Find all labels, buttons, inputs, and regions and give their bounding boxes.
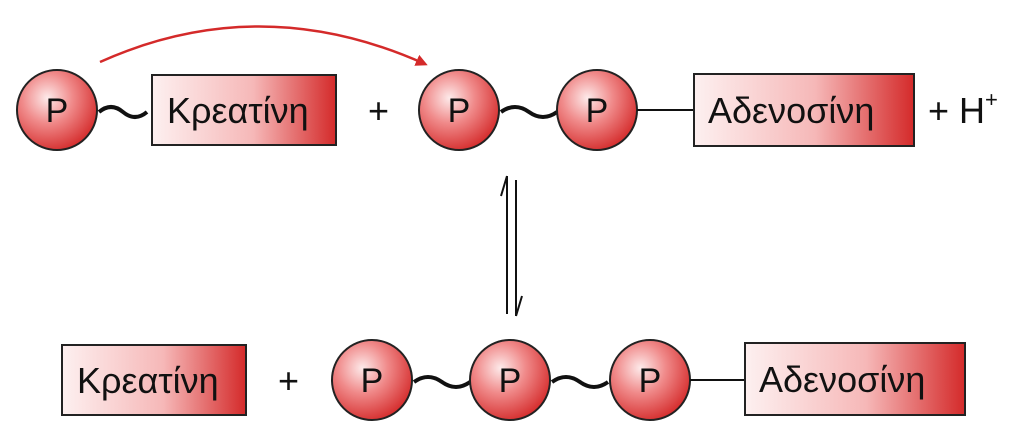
adenosine-label: Αδενοσίνη	[759, 359, 925, 400]
bottom-phosphate-3: P	[609, 339, 691, 421]
high-energy-bond	[550, 375, 610, 389]
bottom-phosphate-2: P	[469, 339, 551, 421]
plus-sign: +	[278, 360, 299, 401]
top-phosphate-3: P	[556, 69, 638, 151]
creatine-label: Κρεατίνη	[77, 360, 219, 401]
top-adenosine-box: Αδενοσίνη	[693, 73, 915, 147]
phosphate-label: P	[46, 92, 69, 130]
high-energy-bond	[97, 105, 149, 119]
phosphate-label: P	[639, 362, 662, 400]
top-phosphate-1: P	[16, 69, 98, 151]
high-energy-bond	[412, 375, 472, 389]
top-creatine-box: Κρεατίνη	[151, 74, 337, 146]
plus-hydrogen: + H+	[928, 87, 998, 131]
bottom-adenosine-box: Αδενοσίνη	[744, 342, 966, 416]
top-phosphate-2: P	[418, 69, 500, 151]
transfer-arrow	[99, 25, 428, 66]
creatine-label: Κρεατίνη	[167, 90, 309, 131]
plus-sign: +	[368, 90, 389, 131]
phosphate-label: P	[361, 362, 384, 400]
phosphate-label: P	[448, 92, 471, 130]
adenosine-label: Αδενοσίνη	[708, 90, 874, 131]
bottom-phosphate-1: P	[331, 339, 413, 421]
high-energy-bond	[499, 105, 559, 119]
phosphate-label: P	[586, 92, 609, 130]
bottom-creatine-box: Κρεατίνη	[61, 344, 247, 416]
equilibrium-arrows	[500, 175, 523, 317]
phosphate-label: P	[499, 362, 522, 400]
